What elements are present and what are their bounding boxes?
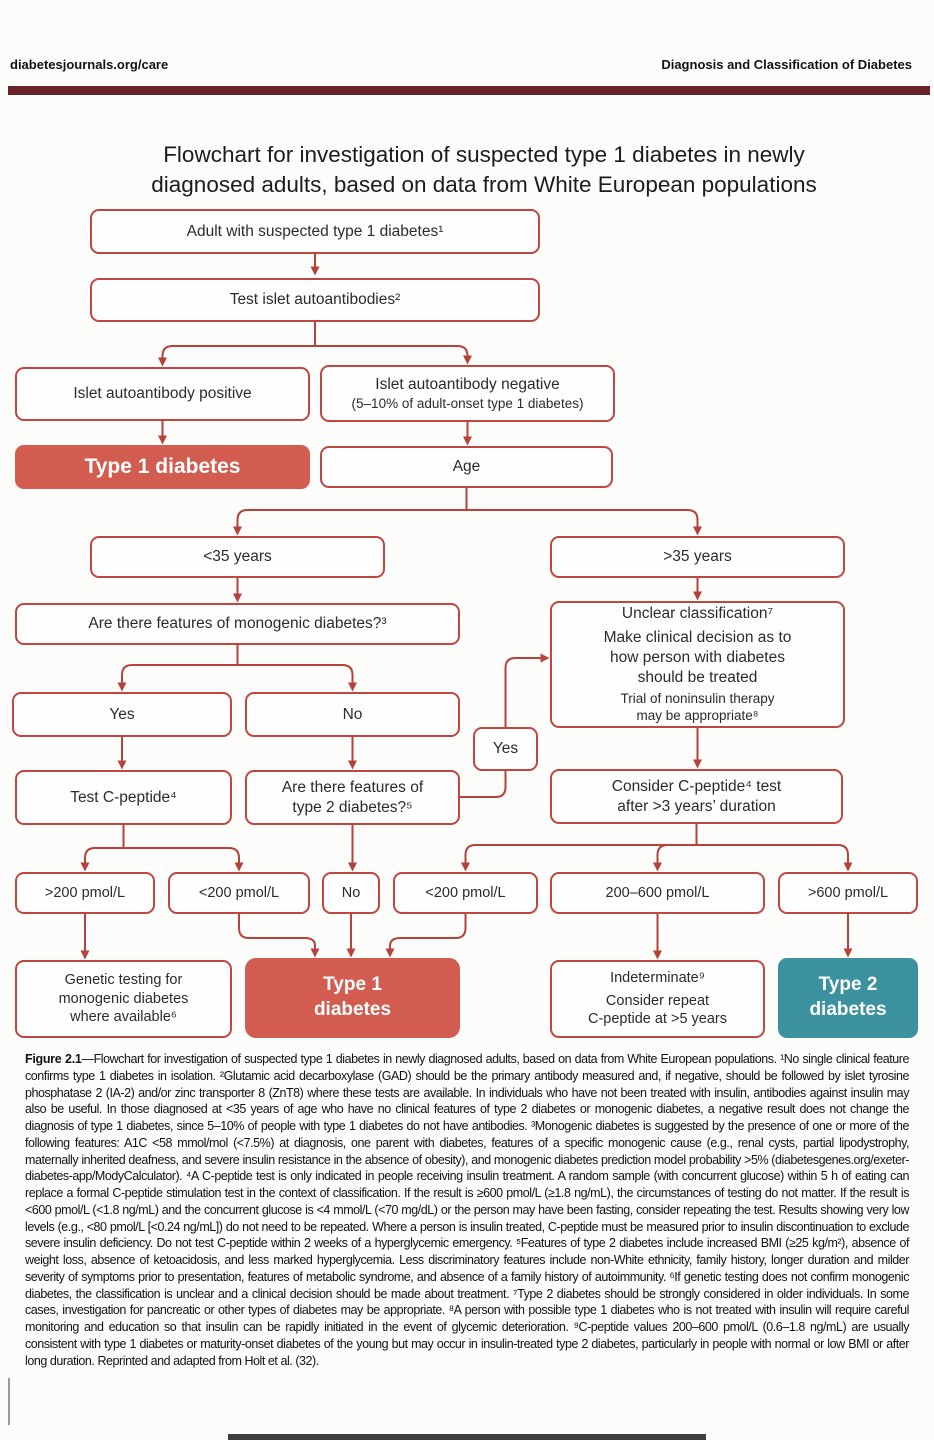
flow-box-over-35-years: >35 years [550,536,845,578]
flow-box-monogenic-question: Are there features of monogenic diabetes… [15,603,460,645]
journal-url: diabetesjournals.org/care [10,57,169,72]
flow-box-test-c-peptide: Test C-peptide⁴ [15,770,232,825]
flow-box-no-monogenic: No [245,692,460,737]
flow-box-type1-diabetes-final: Type 1 diabetes [245,958,460,1038]
unclear-classification-heading: Unclear classification⁷ [621,605,774,623]
indeterminate-body: Consider repeat C-peptide at >5 years [587,992,728,1028]
flow-box-type1-diabetes-mid: Type 1 diabetes [15,445,310,489]
flow-box-type2-diabetes-final: Type 2 diabetes [778,958,918,1038]
page-left-edge-line [8,1378,10,1425]
flow-box-under-35-years: <35 years [90,536,385,578]
flow-box-genetic-testing: Genetic testing for monogenic diabetes w… [15,960,232,1038]
flow-box-result-lt200-right: <200 pmol/L [393,872,538,914]
flow-box-test-islet-autoantibodies: Test islet autoantibodies² [90,278,540,322]
flow-box-consider-c-peptide: Consider C-peptide⁴ test after >3 years’… [550,769,843,824]
flow-box-yes-type2-features: Yes [473,727,538,771]
flow-box-autoantibody-positive: Islet autoantibody positive [15,367,310,421]
flow-box-yes-monogenic: Yes [12,692,232,737]
figure-caption: Figure 2.1—Flowchart for investigation o… [25,1051,909,1369]
flow-box-result-lt200-left: <200 pmol/L [168,872,310,914]
flow-box-unclear-classification: Unclear classification⁷ Make clinical de… [550,601,845,728]
running-head-title: Diagnosis and Classification of Diabetes [661,57,912,72]
flow-box-indeterminate: Indeterminate⁹ Consider repeat C-peptide… [550,960,765,1038]
figure-caption-label: Figure 2.1 [25,1052,82,1066]
flow-box-age: Age [320,446,613,488]
header-rule-bar [8,86,930,95]
flow-box-result-no: No [322,872,380,914]
figure-caption-text: —Flowchart for investigation of suspecte… [25,1052,909,1368]
indeterminate-heading: Indeterminate⁹ [610,970,705,987]
flow-box-type2-features-question: Are there features of type 2 diabetes?⁵ [245,770,460,825]
flow-box-result-gt600: >600 pmol/L [778,872,918,914]
autoantibody-negative-line2: (5–10% of adult-onset type 1 diabetes) [351,395,584,411]
unclear-classification-note: Trial of noninsulin therapy may be appro… [620,690,775,724]
flow-box-result-200-600: 200–600 pmol/L [550,872,765,914]
flow-box-result-gt200: >200 pmol/L [15,872,155,914]
flow-box-autoantibody-negative: Islet autoantibody negative (5–10% of ad… [320,365,615,422]
autoantibody-negative-line1: Islet autoantibody negative [375,375,560,393]
flow-box-adult-suspected-t1d: Adult with suspected type 1 diabetes¹ [90,209,540,254]
figure-title: Flowchart for investigation of suspected… [151,142,817,197]
unclear-classification-body: Make clinical decision as to how person … [603,629,792,686]
page-bottom-crop-artifact [228,1434,706,1440]
